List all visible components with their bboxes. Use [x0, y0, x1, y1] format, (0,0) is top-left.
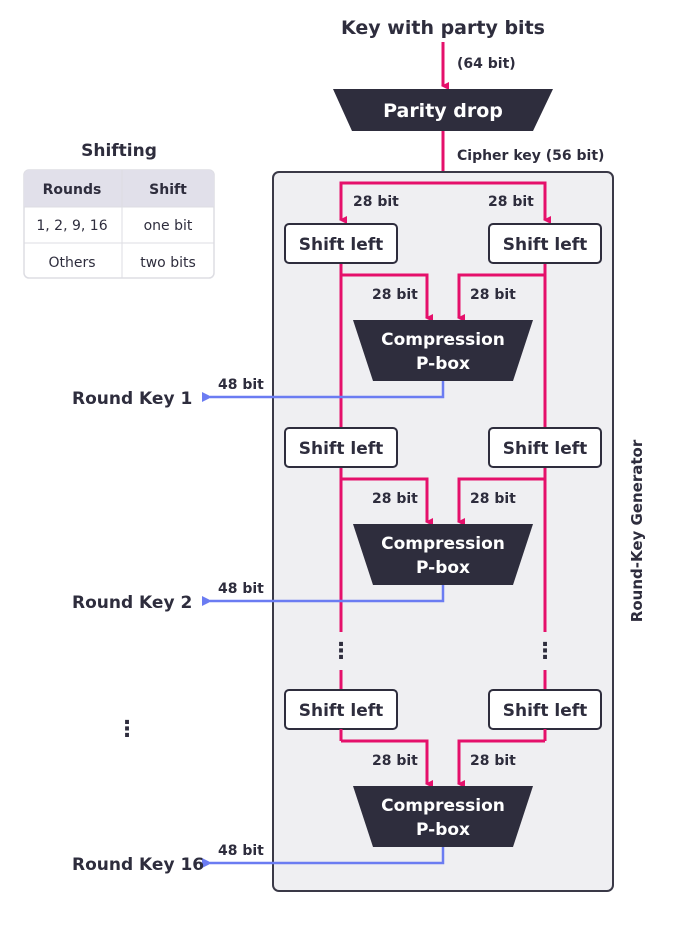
ellipsis: ⋮ — [116, 717, 138, 742]
half-bits-label: 28 bit — [372, 491, 418, 507]
table-cell: Others — [48, 255, 95, 271]
round-key-arrow — [202, 381, 445, 402]
round-key-arrow — [202, 585, 445, 606]
parity-drop-box — [333, 89, 553, 131]
shift-left-label: Shift left — [299, 439, 384, 459]
half-bits-label: 28 bit — [488, 194, 534, 210]
table-cell: two bits — [140, 255, 196, 271]
left-half-arrow — [341, 273, 433, 322]
shift-left-label: Shift left — [503, 701, 588, 721]
input-bits-label: (64 bit) — [457, 56, 516, 72]
pbox-label: P-box — [416, 558, 470, 578]
table-header-shift: Shift — [149, 182, 187, 198]
ellipsis: ⋮ — [534, 639, 556, 664]
left-half-arrow — [341, 739, 433, 788]
left-half-arrow — [341, 477, 433, 526]
shift-left-box — [488, 427, 602, 468]
round-group: Shift left Shift left 28 bit 28 bitCompress… — [72, 689, 602, 875]
right-half-arrow — [457, 739, 545, 788]
shifting-table: Shifting Rounds Shift 1, 2, 9, 16 one bi… — [23, 141, 215, 279]
round-key-bits-label: 48 bit — [218, 843, 264, 859]
half-bits-label: 28 bit — [470, 491, 516, 507]
shift-left-label: Shift left — [299, 235, 384, 255]
half-bits-label: 28 bit — [372, 753, 418, 769]
round-key-label: Round Key 1 — [72, 389, 192, 409]
shift-left-label: Shift left — [503, 235, 588, 255]
table-header-rounds: Rounds — [43, 182, 102, 198]
table-cell: one bit — [144, 218, 193, 234]
round-key-label: Round Key 2 — [72, 593, 192, 613]
half-bits-label: 28 bit — [372, 287, 418, 303]
half-bits-label: 28 bit — [470, 753, 516, 769]
shift-left-box — [488, 223, 602, 264]
parity-drop-label: Parity drop — [383, 100, 503, 122]
round-key-generator-label: Round-Key Generator — [628, 439, 646, 622]
right-half-arrow — [457, 273, 545, 322]
table-cell: 1, 2, 9, 16 — [36, 218, 107, 234]
compression-pbox — [353, 320, 533, 381]
round-key-arrow — [202, 847, 445, 868]
round-key-bits-label: 48 bit — [218, 581, 264, 597]
compression-label: Compression — [381, 534, 505, 554]
compression-pbox — [353, 786, 533, 847]
compression-pbox — [353, 524, 533, 585]
round-group: Shift left Shift left 28 bit 28 bitCompress… — [72, 223, 602, 409]
shift-left-box — [284, 223, 398, 264]
round-key-label: Round Key 16 — [72, 855, 204, 875]
shifting-table-title: Shifting — [81, 141, 157, 161]
right-half-arrow — [457, 477, 545, 526]
pbox-label: P-box — [416, 354, 470, 374]
round-group: Shift left Shift left 28 bit 28 bitCompress… — [72, 427, 602, 613]
half-bits-label: 28 bit — [470, 287, 516, 303]
diagram-title: Key with party bits — [341, 17, 545, 39]
cipher-key-label: Cipher key (56 bit) — [457, 148, 604, 164]
ellipsis: ⋮ — [330, 639, 352, 664]
shift-left-box — [284, 427, 398, 468]
round-key-bits-label: 48 bit — [218, 377, 264, 393]
compression-label: Compression — [381, 796, 505, 816]
shift-left-label: Shift left — [299, 701, 384, 721]
shift-left-label: Shift left — [503, 439, 588, 459]
carry-lines — [339, 263, 547, 690]
half-bits-label: 28 bit — [353, 194, 399, 210]
pbox-label: P-box — [416, 820, 470, 840]
split-line — [339, 181, 547, 220]
compression-label: Compression — [381, 330, 505, 350]
